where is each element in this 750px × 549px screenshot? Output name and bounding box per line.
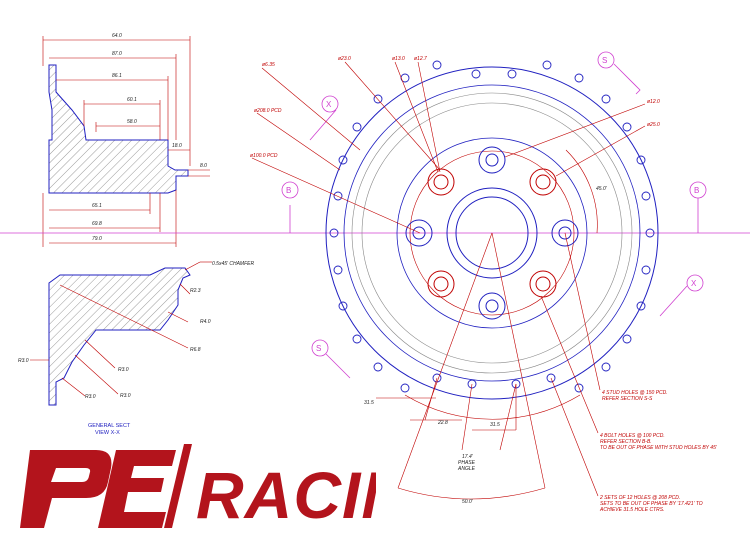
section-label-b-right: B: [694, 186, 699, 195]
hub-ring: [396, 137, 588, 329]
callout-d12: ø12.0: [647, 99, 660, 105]
dim-8: 8.0: [200, 163, 207, 169]
callout-d6-35: ø6.35: [262, 62, 275, 68]
dim-65-1: 65.1: [92, 203, 102, 209]
section-mark-s-bottom: [311, 339, 329, 357]
section-mark-s-top: [597, 51, 615, 69]
section-lower-body: [48, 267, 191, 406]
note3-line2: SETS TO BE OUT OF PHASE BY '17.421' TO: [600, 501, 703, 507]
note1-line1: 4 STUD HOLES @ 150 PCD.: [602, 390, 668, 396]
callout-d23: ø23.0: [338, 56, 351, 62]
dim-79: 79.0: [92, 236, 102, 242]
note2-line2: REFER SECTION B-B.: [600, 439, 652, 445]
section-mark-x-right: [686, 274, 704, 292]
bottom-dim-22-8: 22.8: [437, 420, 448, 426]
callout-pcd-100: ø100.0 PCD: [250, 153, 278, 159]
section-caption-line1: GENERAL SECT: [88, 423, 131, 429]
section-label-x-right: X: [691, 279, 697, 288]
section-mark-b-right: [689, 181, 707, 199]
dim-18: 18.0: [172, 143, 182, 149]
section-mark-x-left: [321, 95, 339, 113]
phase-angle-value: 17.4': [462, 454, 474, 460]
section-upper-body: [48, 64, 189, 194]
dim-69-8: 69.8: [92, 221, 102, 227]
section-label-b-left: B: [286, 186, 291, 195]
callout-d25: ø25.0: [647, 122, 660, 128]
radius-3-c: R3.0: [120, 393, 131, 399]
section-label-s-top: S: [602, 56, 607, 65]
section-caption-line2: VIEW X-X: [95, 430, 120, 436]
pe-mark: [20, 444, 192, 528]
section-view: 64.0 87.0 86.1 60.1 58.0 18.0 8.0 65.1 6…: [18, 33, 254, 436]
section-label-s-bottom: S: [316, 344, 321, 353]
callout-pcd-208: ø208.0 PCD: [254, 108, 282, 114]
dim-64: 64.0: [112, 33, 122, 39]
front-view: S X B B X S: [0, 51, 750, 513]
outer-rim: [325, 66, 659, 400]
note1-line2: REFER SECTION S-S: [602, 396, 653, 402]
radius-3-b: R3.0: [118, 367, 129, 373]
pe-racing-logo: RACING: [20, 444, 376, 530]
radius-6-8: R6.8: [190, 347, 201, 353]
center-bore-outer: [446, 187, 538, 279]
dim-60-1: 60.1: [127, 97, 137, 103]
angle-45: 45.0': [596, 186, 608, 192]
radius-4: R4.0: [200, 319, 211, 325]
dim-58: 58.0: [127, 119, 137, 125]
phase-angle-label1: PHASE: [458, 460, 476, 466]
angle-50: 50.0': [462, 499, 474, 505]
dim-87: 87.0: [112, 51, 122, 57]
chamfer-note: 0.5x45' CHAMFER: [212, 261, 254, 267]
callout-d12-7: ø12.7: [414, 56, 427, 62]
dim-86-1: 86.1: [112, 73, 122, 79]
logo-word: RACING: [196, 458, 376, 530]
bottom-dim-31-5-left: 31.5: [364, 400, 374, 406]
note3-line3: ACHIEVE 31.5 HOLE CTRS.: [599, 507, 664, 513]
center-bore: [455, 196, 529, 270]
section-label-x-left: X: [326, 100, 332, 109]
callout-d13: ø13.0: [392, 56, 405, 62]
bottom-dim-31-5-right: 31.5: [490, 422, 500, 428]
section-mark-b-left: [281, 181, 299, 199]
note2-line3: TO BE OUT OF PHASE WITH STUD HOLES BY 45…: [600, 445, 718, 451]
note2-line1: 4 BOLT HOLES @ 100 PCD.: [600, 433, 665, 439]
radius-3-d: R3.0: [85, 394, 96, 400]
note3-line1: 2 SETS OF 12 HOLES @ 208 PCD.: [599, 495, 680, 501]
phase-angle-label2: ANGLE: [457, 466, 476, 472]
outer-hole-ring: [329, 60, 655, 393]
radius-3-a: R3.0: [18, 358, 29, 364]
radius-2-3: R2.3: [190, 288, 201, 294]
